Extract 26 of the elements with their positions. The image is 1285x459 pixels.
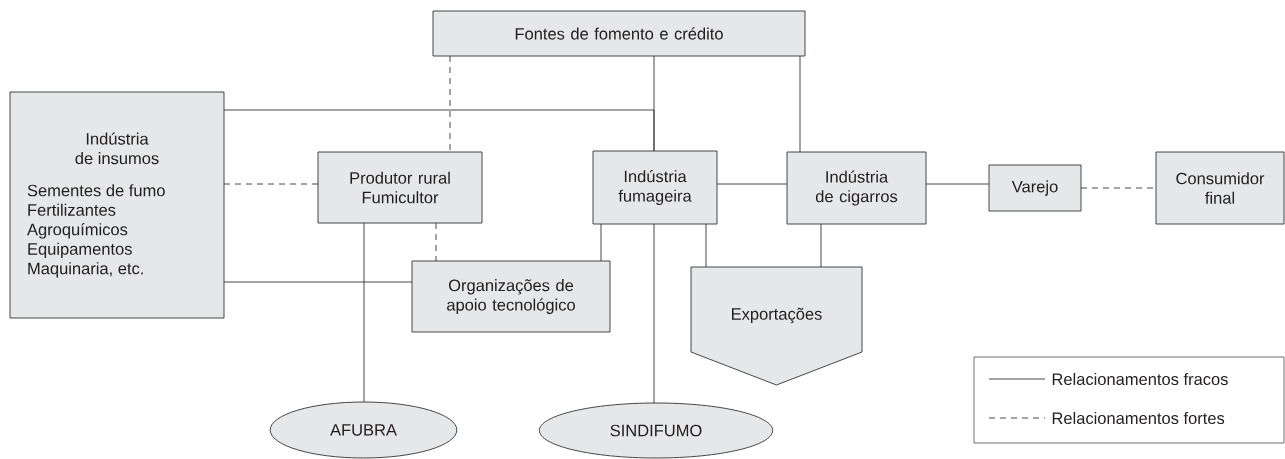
legend-text: Relacionamentos fortes	[1052, 411, 1225, 425]
connector-line	[799, 55, 801, 153]
connector-line	[223, 281, 413, 283]
connector-line	[435, 222, 437, 262]
connector-line	[223, 183, 319, 185]
legend-text: Relacionamentos fracos	[1052, 372, 1228, 386]
process-box: Indústria de cigarros	[786, 151, 927, 225]
connector-line	[705, 223, 707, 268]
connector-line	[363, 222, 365, 403]
process-box: Produtor rural Fumicultor	[317, 151, 483, 224]
process-box: Varejo	[988, 164, 1082, 212]
connector-line	[600, 223, 602, 262]
pentagon-box: Exportações	[690, 266, 863, 386]
process-box: Indústria fumageira	[592, 150, 718, 225]
process-box: Indústria de insumos Sementes de fumo Fertilizantes Agroquímicos Equipamentos Maquinaria, etc.	[9, 91, 225, 319]
ellipse-node: AFUBRA	[269, 401, 458, 459]
ellipse-node: SINDIFUMO	[538, 402, 774, 459]
connector-line	[449, 55, 451, 153]
connector-line	[223, 109, 655, 152]
process-box: Fontes de fomento e crédito	[432, 10, 806, 57]
process-box: Organizações de apoio tecnológico	[411, 260, 611, 333]
connector-line	[716, 183, 788, 185]
connector-line	[653, 223, 655, 404]
connector-line	[820, 223, 822, 268]
connector-line	[925, 183, 990, 185]
process-box: Consumidor final	[1155, 151, 1285, 225]
